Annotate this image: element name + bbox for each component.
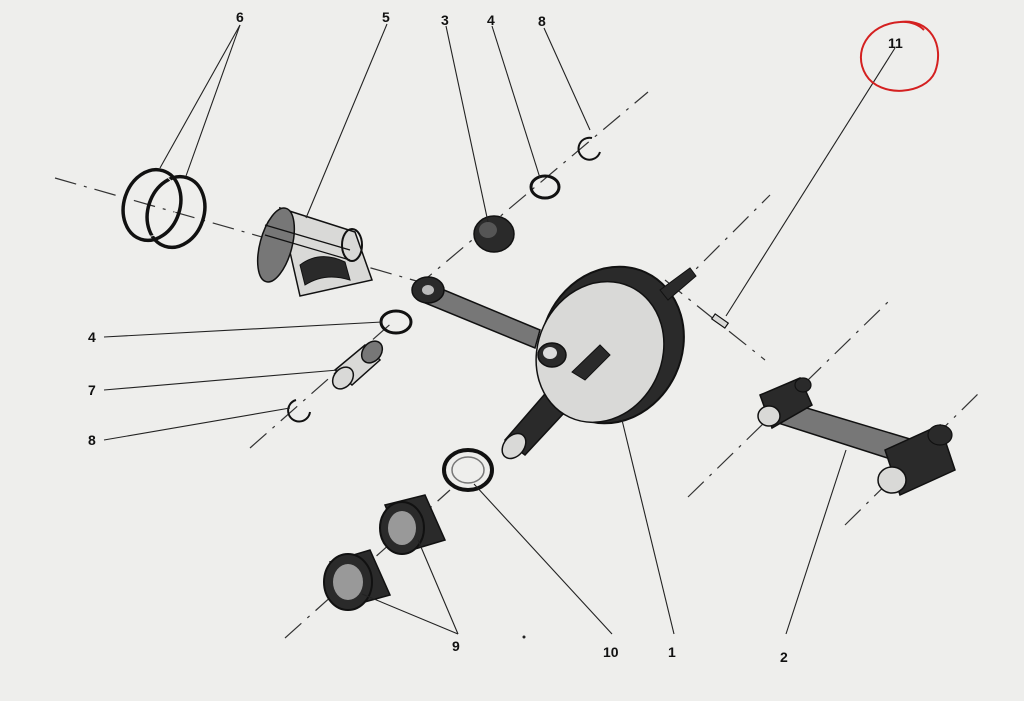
callout-8-lower: 8 xyxy=(88,432,96,448)
callout-1: 1 xyxy=(668,644,676,660)
piston-rings xyxy=(121,167,207,250)
red-highlight-circle xyxy=(860,20,940,92)
connecting-rod xyxy=(757,377,956,497)
callout-4-lower: 4 xyxy=(88,329,96,345)
callout-3: 3 xyxy=(441,12,449,28)
stray-dot xyxy=(522,635,526,639)
thrust-washer-upper xyxy=(529,174,561,200)
woodruff-key xyxy=(710,313,730,329)
connecting-rod-assembled xyxy=(411,276,541,350)
circlip-upper xyxy=(577,136,601,161)
callout-9: 9 xyxy=(452,638,460,654)
thrust-washer-lower xyxy=(379,309,413,335)
callout-6: 6 xyxy=(236,9,244,25)
callout-4-upper: 4 xyxy=(487,12,495,28)
axis-lines xyxy=(54,91,983,639)
callout-11: 11 xyxy=(888,35,903,51)
gudgeon-pin xyxy=(331,340,384,390)
main-bearings xyxy=(323,494,447,611)
crankshaft xyxy=(501,265,697,460)
circlip-lower xyxy=(287,399,311,423)
piston xyxy=(256,206,373,297)
callout-5: 5 xyxy=(382,9,390,25)
callout-7: 7 xyxy=(88,382,96,398)
small-end-bearing xyxy=(473,215,515,253)
leader-lines xyxy=(103,23,896,635)
callout-2: 2 xyxy=(780,649,788,665)
crank-washer xyxy=(442,448,494,492)
callout-8-upper: 8 xyxy=(538,13,546,29)
callout-10: 10 xyxy=(603,644,619,660)
callout-labels: 6 5 3 4 8 11 4 7 8 9 10 1 2 xyxy=(88,9,903,665)
